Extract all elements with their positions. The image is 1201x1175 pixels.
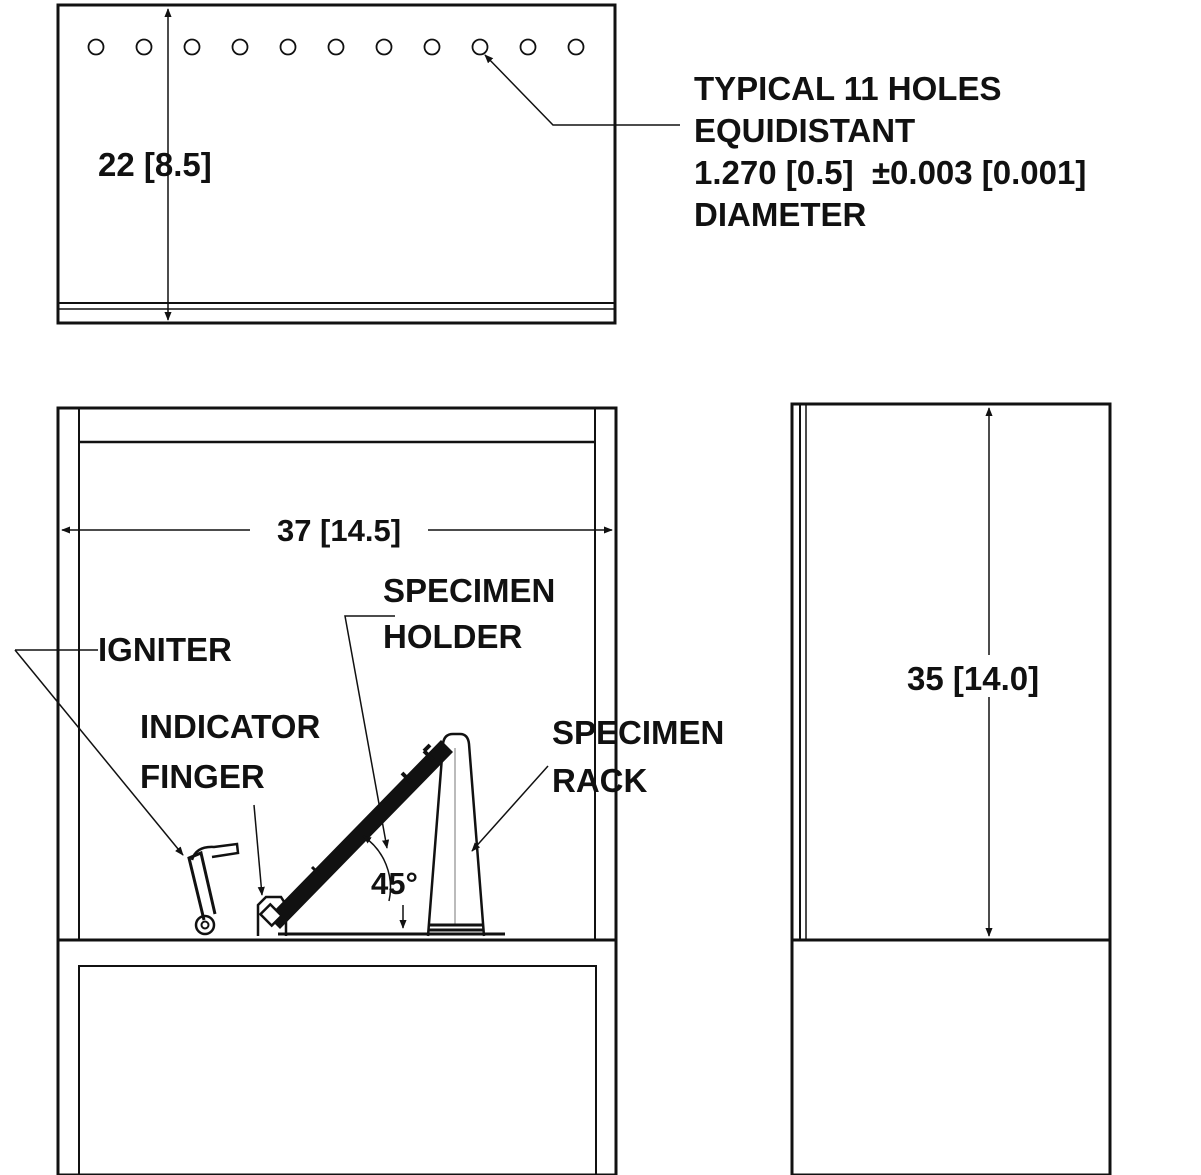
specimen-rack [426, 732, 486, 937]
side-height-dimension: 35 [14.0] [907, 660, 1039, 697]
holes-note-line-1: TYPICAL 11 HOLES [694, 70, 1001, 107]
holes-note-line-3: 1.270 [0.5] ±0.003 [0.001] [694, 154, 1086, 191]
igniter [187, 842, 240, 936]
top-height-dimension: 22 [8.5] [98, 146, 212, 183]
side-view: 35 [14.0] [790, 402, 1112, 1175]
side-cabinet-outline [790, 402, 1112, 1175]
indicator-label-line-1: INDICATOR [140, 708, 320, 745]
holes-note-line-2: EQUIDISTANT [694, 112, 915, 149]
front-width-dimension: 37 [14.5] [277, 513, 401, 548]
rack-label-line-2: RACK [552, 762, 647, 799]
front-cabinet-outline [56, 406, 618, 1175]
top-view: 22 [8.5] TYPICAL 11 HOLES EQUIDISTANT 1.… [56, 3, 1086, 325]
hole-6 [327, 38, 345, 56]
indicator-leader [253, 804, 265, 896]
holder-label-line-2: HOLDER [383, 618, 523, 655]
igniter-leader-arrow [14, 649, 184, 856]
side-dim-label-bg [906, 655, 1072, 697]
hole-11 [567, 38, 585, 56]
holes-note-line-4: DIAMETER [694, 196, 867, 233]
holder-label-line-1: SPECIMEN [383, 572, 555, 609]
hole-8 [423, 38, 441, 56]
hole-5 [279, 38, 297, 56]
holes-leader [484, 54, 680, 126]
angle-label: 45° [371, 866, 418, 901]
specimen-holder [258, 740, 453, 929]
base-door-panel [78, 965, 597, 1175]
rack-leader [471, 765, 549, 852]
hole-10 [519, 38, 537, 56]
rack-label-line-1: SPECIMEN [552, 714, 724, 751]
hole-1 [87, 38, 105, 56]
hole-9 [471, 38, 489, 56]
hole-4 [231, 38, 249, 56]
top-view-outline [56, 3, 617, 325]
igniter-label: IGNITER [98, 631, 232, 668]
indicator-label-line-2: FINGER [140, 758, 265, 795]
hole-row [87, 38, 585, 56]
holder-leader [344, 615, 395, 849]
hole-3 [183, 38, 201, 56]
hole-2 [135, 38, 153, 56]
hole-7 [375, 38, 393, 56]
front-view: 37 [14.5] IGNITER INDICATOR FINGER SPECI… [14, 406, 724, 1175]
angle-arc [362, 835, 392, 902]
